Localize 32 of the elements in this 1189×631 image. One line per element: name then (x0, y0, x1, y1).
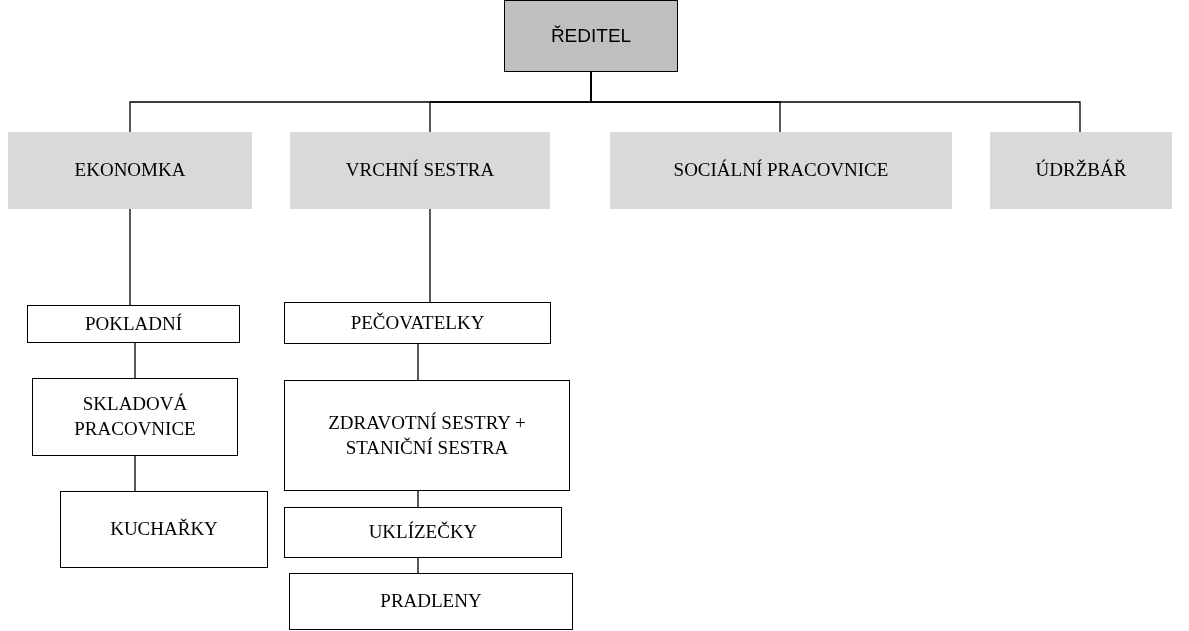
staff-box (284, 507, 562, 558)
connector-line (129, 208, 131, 306)
staff-box (32, 378, 238, 456)
staff-box (284, 302, 551, 344)
node-label: PRADLENY (379, 589, 483, 614)
connector-line (417, 557, 419, 574)
node-label: KUCHAŘKY (109, 517, 219, 542)
connector-line (417, 343, 419, 381)
node-label: SOCIÁLNÍ PRACOVNICE (672, 158, 890, 183)
staff-box (60, 491, 268, 568)
department-box (990, 132, 1172, 209)
node-label: EKONOMKA (73, 158, 187, 183)
connector-line (134, 342, 136, 379)
staff-box (27, 305, 240, 343)
connector-line (134, 455, 136, 492)
connector-line (429, 208, 431, 303)
director-box (504, 0, 678, 72)
department-box (610, 132, 952, 209)
node-label: ZDRAVOTNÍ SESTRY + STANIČNÍ SESTRA (327, 410, 527, 460)
node-label: ÚDRŽBÁŘ (1034, 158, 1128, 183)
node-label: SKLADOVÁ PRACOVNICE (73, 392, 197, 441)
node-label: ŘEDITEL (549, 23, 633, 48)
staff-box (284, 380, 570, 491)
connector-line (417, 490, 419, 508)
node-label: UKLÍZEČKY (367, 520, 479, 545)
connector-line (590, 71, 1081, 133)
department-box (290, 132, 550, 209)
staff-box (289, 573, 573, 630)
node-label: PEČOVATELKY (349, 310, 486, 335)
node-label: POKLADNÍ (83, 311, 184, 336)
department-box (8, 132, 252, 209)
node-label: VRCHNÍ SESTRA (344, 158, 496, 183)
